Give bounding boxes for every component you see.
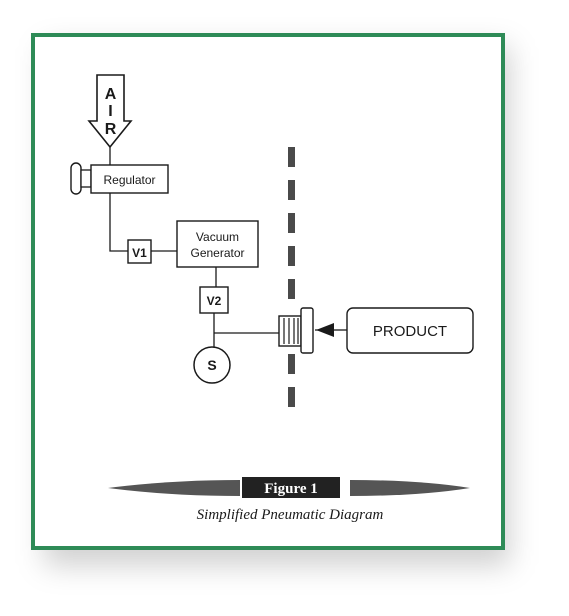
air-letter-r: R [105,121,117,138]
valve-v1: V1 [127,239,152,264]
caption-right-swoosh [350,480,470,496]
valve-v2: V2 [199,286,229,314]
vacuum-generator-label-line2: Generator [190,246,244,260]
product-label: PRODUCT [373,323,447,340]
sensor-label: S [207,357,216,373]
air-letter-a: A [105,86,117,103]
regulator-block: Regulator [70,162,169,195]
regulator-knob [70,162,82,195]
suction-cup [278,307,314,354]
air-letter-i: I [108,103,112,120]
dashed-barrier [288,147,295,407]
vacuum-generator-block: Vacuum Generator [176,220,259,268]
caption-left-swoosh [108,480,240,496]
sensor-circle: S [193,346,231,384]
figure-subtitle: Simplified Pneumatic Diagram [197,507,384,523]
product-block: PRODUCT [346,307,474,354]
vacuum-generator-label-line1: Vacuum [196,230,239,244]
figure-label-box [242,477,340,498]
v1-label: V1 [132,246,147,260]
product-arrowhead [316,323,334,337]
regulator-label: Regulator [103,173,155,187]
v2-label: V2 [207,294,222,308]
air-inlet-arrow: A I R [87,74,133,149]
figure-caption: Figure 1 Simplified Pneumatic Diagram [108,477,470,523]
figure-label: Figure 1 [264,481,317,497]
